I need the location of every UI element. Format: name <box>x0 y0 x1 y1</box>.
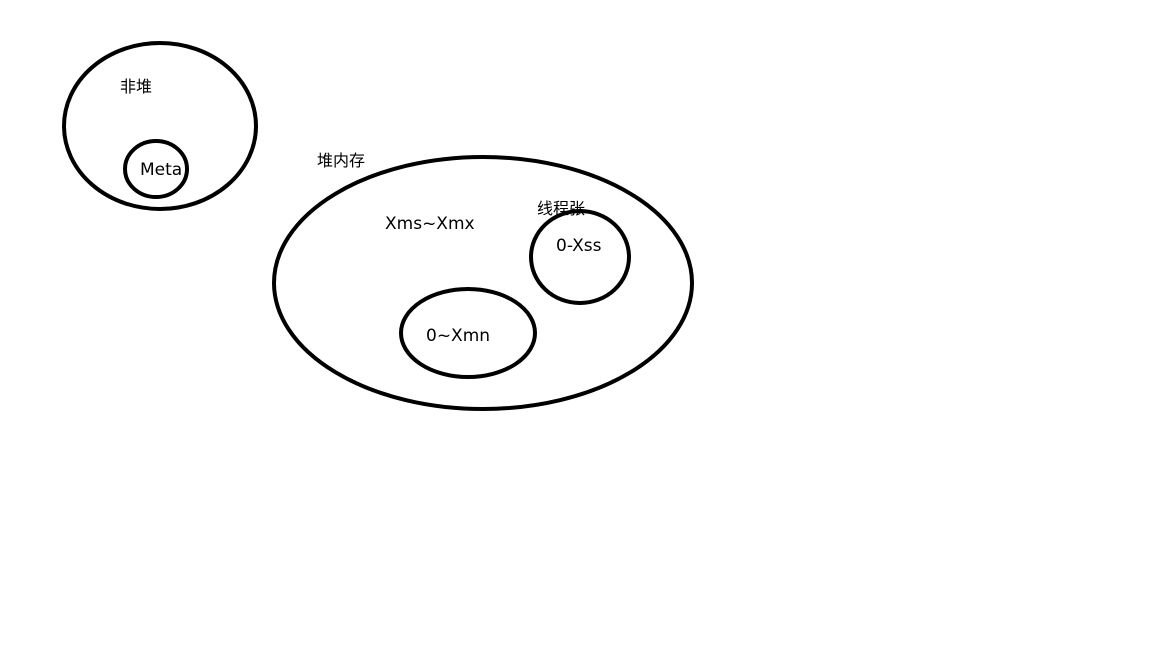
heap-size-label: Xms~Xmx <box>385 214 475 234</box>
non-heap-label: 非堆 <box>120 77 152 96</box>
meta-label: Meta <box>140 160 182 180</box>
thread-stack-ellipse <box>529 209 631 305</box>
non-heap-ellipse <box>62 41 258 211</box>
thread-stack-size-label: 0-Xss <box>556 236 602 256</box>
meta-ellipse <box>123 139 189 199</box>
heap-group: 堆内存 Xms~Xmx 0~Xmn <box>272 151 694 411</box>
thread-stack-group: 线程张 0-Xss <box>529 199 631 305</box>
young-gen-label: 0~Xmn <box>426 326 490 346</box>
heap-label: 堆内存 <box>317 151 365 170</box>
non-heap-group: 非堆 Meta <box>62 41 258 211</box>
young-gen-ellipse <box>399 287 537 379</box>
heap-ellipse <box>272 155 694 411</box>
